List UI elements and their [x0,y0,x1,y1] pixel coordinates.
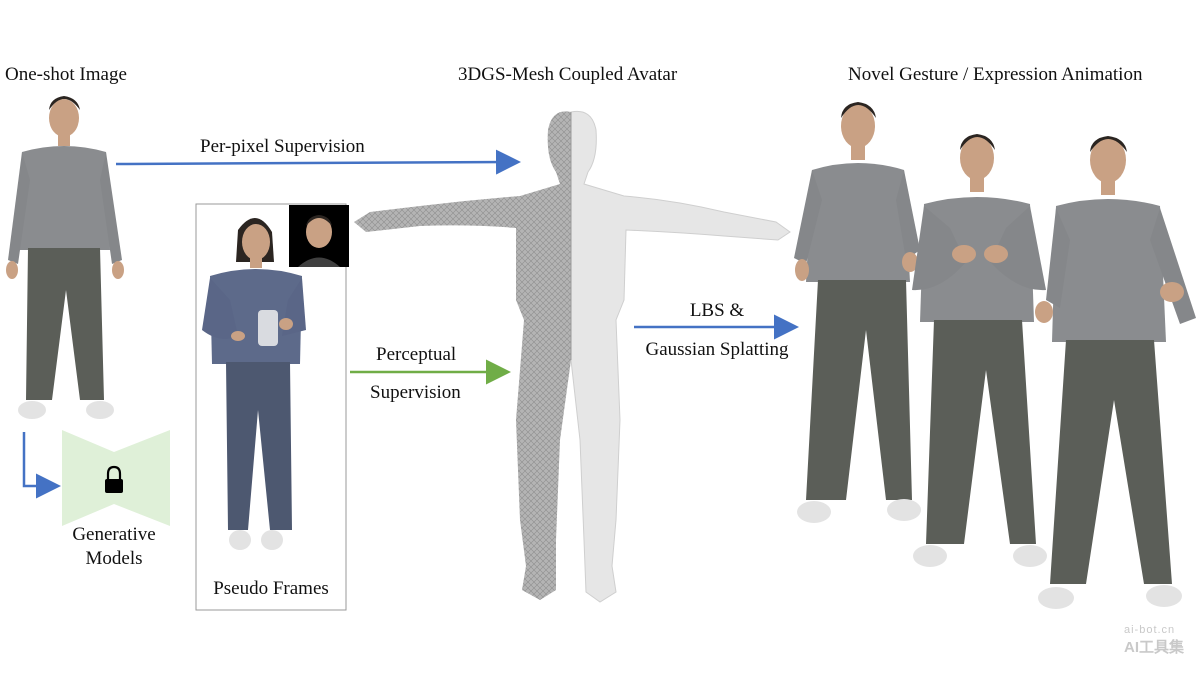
arrow-to-generative [22,432,61,499]
animated-person-3 [1035,136,1196,609]
per-pixel-label: Per-pixel Supervision [200,136,365,157]
title-novel-animation: Novel Gesture / Expression Animation [848,64,1143,85]
mesh-avatar [354,110,791,603]
pseudo-person [202,217,306,550]
pseudo-face-inset [289,205,349,267]
watermark-line1: ai-bot.cn [1123,624,1176,636]
watermark-line2: AI工具集 [1123,639,1184,656]
lock-icon [105,465,123,493]
animated-person-2 [912,134,1047,567]
per-pixel-arrow [115,149,521,175]
lbs-label-line1: LBS & [689,300,745,321]
title-one-shot-image: One-shot Image [5,64,127,85]
perceptual-label-line1: Perceptual [376,344,457,365]
title-coupled-avatar: 3DGS-Mesh Coupled Avatar [458,64,678,85]
generative-label-line2: Models [85,548,143,569]
generative-label-line1: Generative [72,524,156,545]
lbs-label-line2: Gaussian Splatting [645,339,789,360]
animated-person-1 [794,102,921,523]
generative-models-shape [62,430,170,526]
watermark: ai-bot.cn AI工具集 [1124,624,1184,657]
pseudo-frames-label: Pseudo Frames [213,578,329,599]
perceptual-label-line2: Supervision [370,382,461,403]
one-shot-person [6,96,124,419]
